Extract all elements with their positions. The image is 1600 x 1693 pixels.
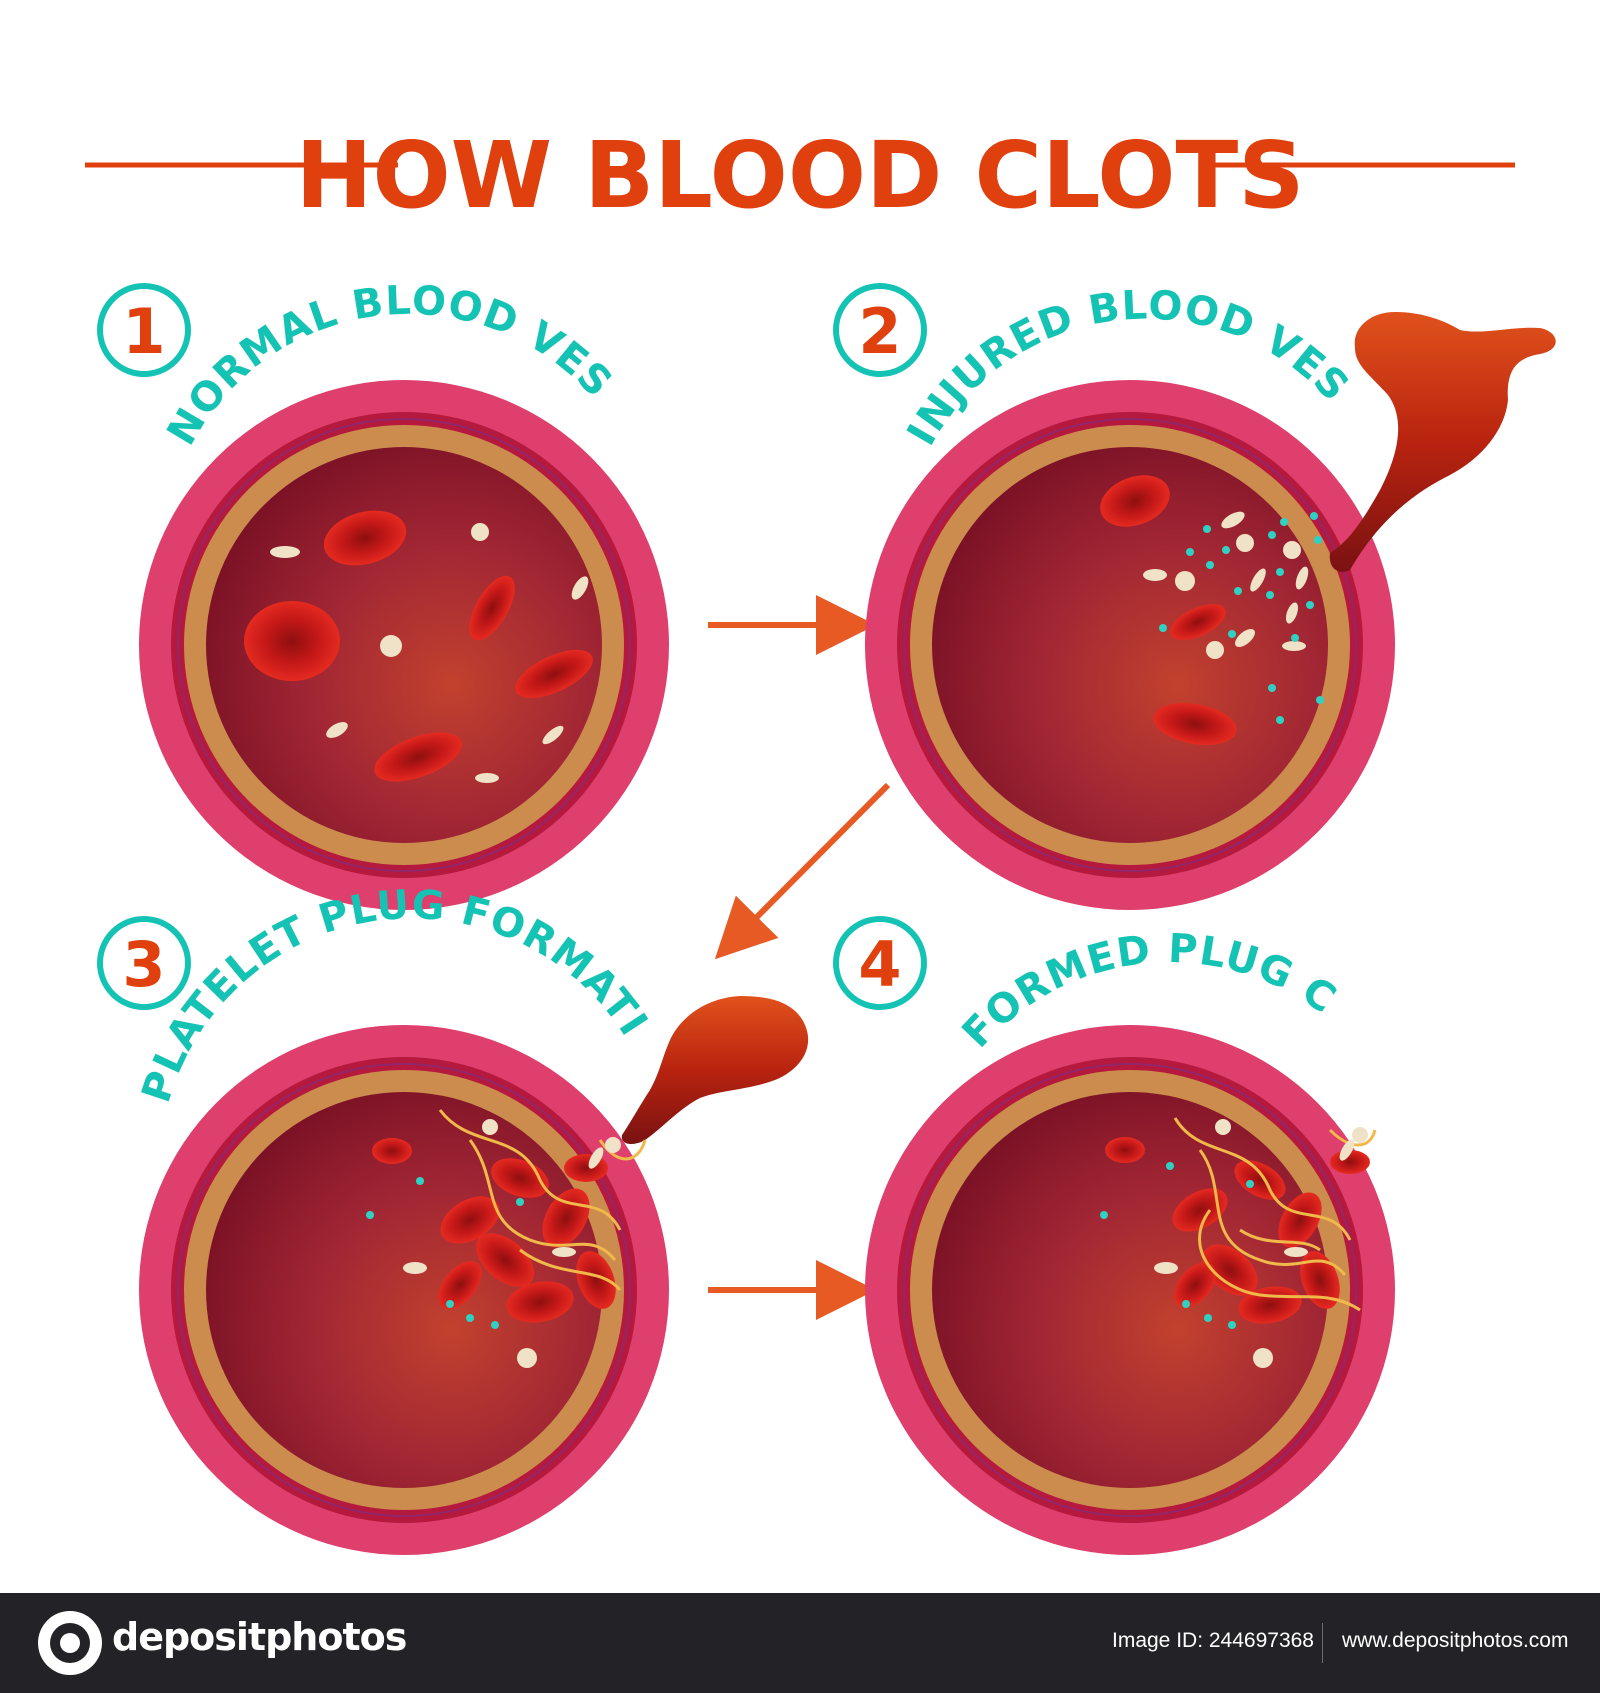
step-4-number: 4 bbox=[858, 928, 901, 1001]
brand-name: depositphotos bbox=[112, 1615, 407, 1659]
site-url: www.depositphotos.com bbox=[1342, 1629, 1569, 1652]
platelets bbox=[1154, 1119, 1368, 1368]
vessel-1 bbox=[139, 380, 669, 910]
red-blood-cells bbox=[1100, 475, 1237, 746]
title-group: HOW BLOOD CLOTS bbox=[85, 122, 1515, 229]
brand-logo-icon bbox=[38, 1611, 102, 1675]
clotting-factors bbox=[1159, 512, 1324, 724]
blood-leak bbox=[621, 996, 809, 1145]
platelets bbox=[1143, 511, 1309, 659]
step-1-number: 1 bbox=[122, 295, 165, 368]
step-3-number: 3 bbox=[122, 928, 165, 1001]
step-2-number-badge: 2 bbox=[833, 283, 927, 377]
red-blood-cells bbox=[244, 510, 593, 782]
clotting-factors bbox=[366, 1177, 524, 1329]
flow-arrows bbox=[708, 595, 891, 1320]
platelets bbox=[403, 1119, 621, 1368]
blood-leak bbox=[1329, 312, 1556, 572]
footer-bar: depositphotos Image ID: 244697368 www.de… bbox=[0, 1593, 1600, 1693]
step-2-number: 2 bbox=[858, 295, 901, 368]
step-4-number-badge: 4 bbox=[833, 916, 927, 1010]
vessel-2 bbox=[865, 312, 1556, 910]
clotting-factors bbox=[1100, 1162, 1254, 1329]
arrow-2-to-3 bbox=[714, 782, 891, 960]
brand-logo-dot bbox=[60, 1633, 80, 1653]
vessel-4 bbox=[865, 1025, 1395, 1555]
footer-divider bbox=[1322, 1623, 1323, 1663]
page-title: HOW BLOOD CLOTS bbox=[295, 122, 1304, 229]
fibrin-strands bbox=[1173, 1117, 1377, 1312]
image-id-text: Image ID: 244697368 bbox=[1112, 1629, 1314, 1652]
platelets bbox=[270, 523, 589, 783]
step-1-number-badge: 1 bbox=[97, 283, 191, 377]
step-3-number-badge: 3 bbox=[97, 916, 191, 1010]
step-1-label: NORMAL BLOOD VESSEL bbox=[0, 14, 620, 453]
vessel-3 bbox=[139, 996, 809, 1555]
